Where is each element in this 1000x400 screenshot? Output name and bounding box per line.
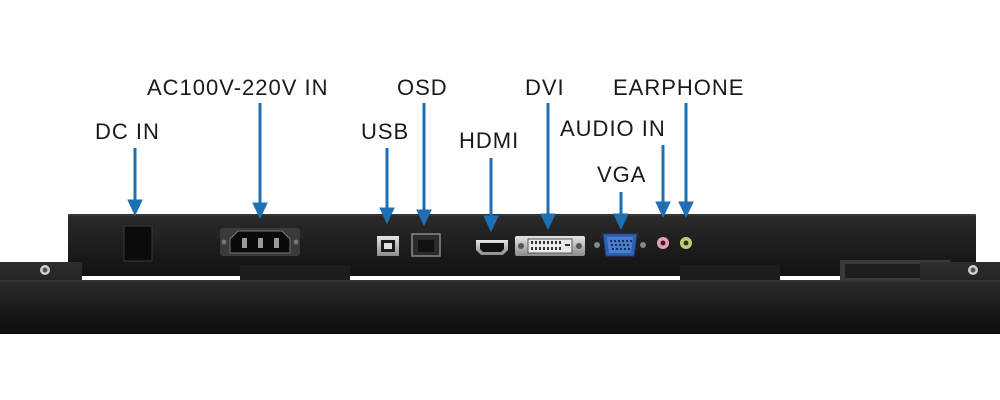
osd-port <box>411 233 441 257</box>
arrow-ac-in <box>252 103 268 220</box>
usb-port <box>377 236 399 256</box>
screw-icon <box>40 265 978 275</box>
label-dvi: DVI <box>525 75 565 100</box>
audio-in-jack <box>657 237 669 249</box>
label-vga: VGA <box>597 162 647 187</box>
arrow-earphone <box>678 103 694 219</box>
label-earphone: EARPHONE <box>613 75 745 100</box>
dvi-port <box>515 236 585 256</box>
arrow-usb <box>379 148 395 225</box>
arrow-audio-in <box>655 145 671 219</box>
arrow-dc-in <box>127 148 143 217</box>
vga-port <box>594 233 646 257</box>
hdmi-port <box>476 240 508 255</box>
label-dc-in: DC IN <box>95 119 160 144</box>
label-usb: USB <box>361 119 410 144</box>
label-osd: OSD <box>397 75 448 100</box>
ac-power-socket <box>220 228 300 256</box>
arrow-hdmi <box>483 158 499 233</box>
dc-in-port <box>123 225 153 262</box>
arrow-vga <box>613 192 629 231</box>
label-ac-in: AC100V-220V IN <box>147 75 329 100</box>
label-hdmi: HDMI <box>459 128 520 153</box>
arrow-osd <box>416 103 432 227</box>
arrow-dvi <box>540 103 556 231</box>
label-audio-in: AUDIO IN <box>560 116 666 141</box>
callout-arrows <box>127 103 694 233</box>
earphone-jack <box>680 237 692 249</box>
